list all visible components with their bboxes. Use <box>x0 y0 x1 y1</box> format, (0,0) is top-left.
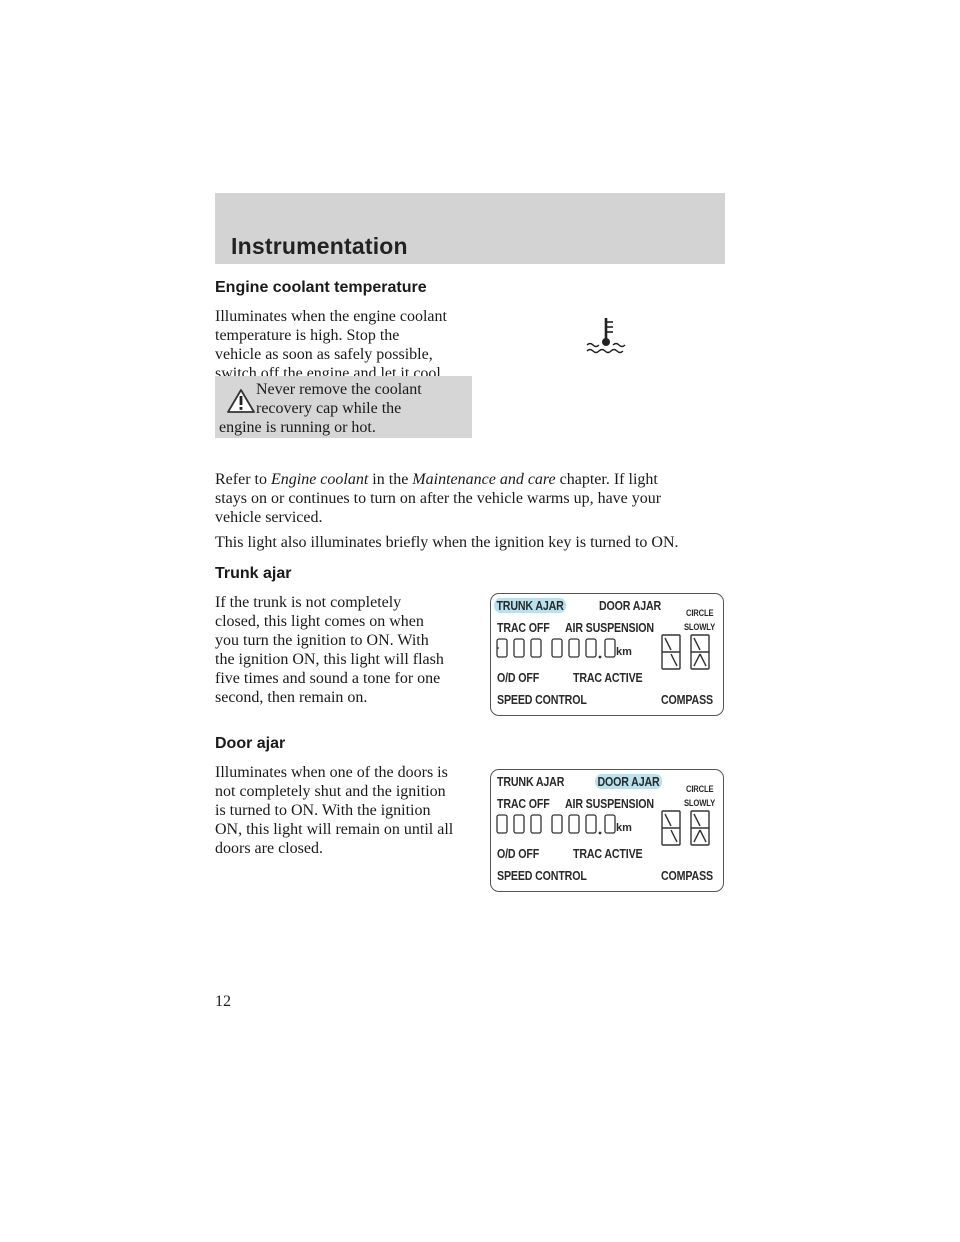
compass-segment-display <box>661 810 710 846</box>
trunk-ajar-indicator: TRUNK AJAR <box>494 598 567 613</box>
trac-active-indicator: TRAC ACTIVE <box>573 846 643 861</box>
coolant-temperature-icon <box>586 318 626 354</box>
compass-indicator: COMPASS <box>661 868 713 883</box>
compass-indicator: COMPASS <box>661 692 713 707</box>
door-ajar-indicator: DOOR AJAR <box>595 774 663 789</box>
message-center-display-door: TRUNK AJAR DOOR AJAR CIRCLE SLOWLY TRAC … <box>490 769 724 892</box>
header-bar <box>215 193 725 264</box>
warning-box <box>215 376 472 438</box>
speed-control-indicator: SPEED CONTROL <box>497 868 587 883</box>
page-section-title: Instrumentation <box>231 233 408 259</box>
slowly-indicator: SLOWLY <box>684 622 716 632</box>
link-maintenance-and-care: Maintenance and care <box>412 471 556 488</box>
trunk-ajar-indicator: TRUNK AJAR <box>497 774 565 789</box>
warning-text: Never remove the coolant recovery cap wh… <box>219 381 422 436</box>
odometer-digits <box>496 814 616 835</box>
trunk-ajar-description: If the trunk is not completely closed, t… <box>215 594 444 706</box>
od-off-indicator: O/D OFF <box>497 670 540 685</box>
air-suspension-indicator: AIR SUSPENSION <box>565 620 654 635</box>
coolant-heading: Engine coolant temperature <box>215 279 427 296</box>
air-suspension-indicator: AIR SUSPENSION <box>565 796 654 811</box>
warning-triangle-icon <box>227 389 255 413</box>
trac-off-indicator: TRAC OFF <box>497 620 550 635</box>
coolant-brief-paragraph: This light also illuminates briefly when… <box>215 534 679 551</box>
door-ajar-heading: Door ajar <box>215 735 286 752</box>
circle-indicator: CIRCLE <box>686 784 714 794</box>
message-center-display-trunk: TRUNK AJAR DOOR AJAR CIRCLE SLOWLY TRAC … <box>490 593 724 716</box>
km-unit: km <box>616 646 632 658</box>
compass-segment-display <box>661 634 710 670</box>
door-ajar-indicator: DOOR AJAR <box>599 598 662 613</box>
coolant-refer-paragraph: Refer to Engine coolant in the Maintenan… <box>215 471 662 526</box>
coolant-description: Illuminates when the engine coolant temp… <box>215 308 447 382</box>
trac-off-indicator: TRAC OFF <box>497 796 550 811</box>
speed-control-indicator: SPEED CONTROL <box>497 692 587 707</box>
circle-indicator: CIRCLE <box>686 608 714 618</box>
odometer-digits <box>496 638 616 659</box>
km-unit: km <box>616 822 632 834</box>
door-ajar-description: Illuminates when one of the doors is not… <box>215 764 454 857</box>
od-off-indicator: O/D OFF <box>497 846 540 861</box>
trunk-ajar-heading: Trunk ajar <box>215 565 292 582</box>
page-number: 12 <box>215 993 231 1010</box>
link-engine-coolant: Engine coolant <box>270 471 369 488</box>
slowly-indicator: SLOWLY <box>684 798 716 808</box>
trac-active-indicator: TRAC ACTIVE <box>573 670 643 685</box>
